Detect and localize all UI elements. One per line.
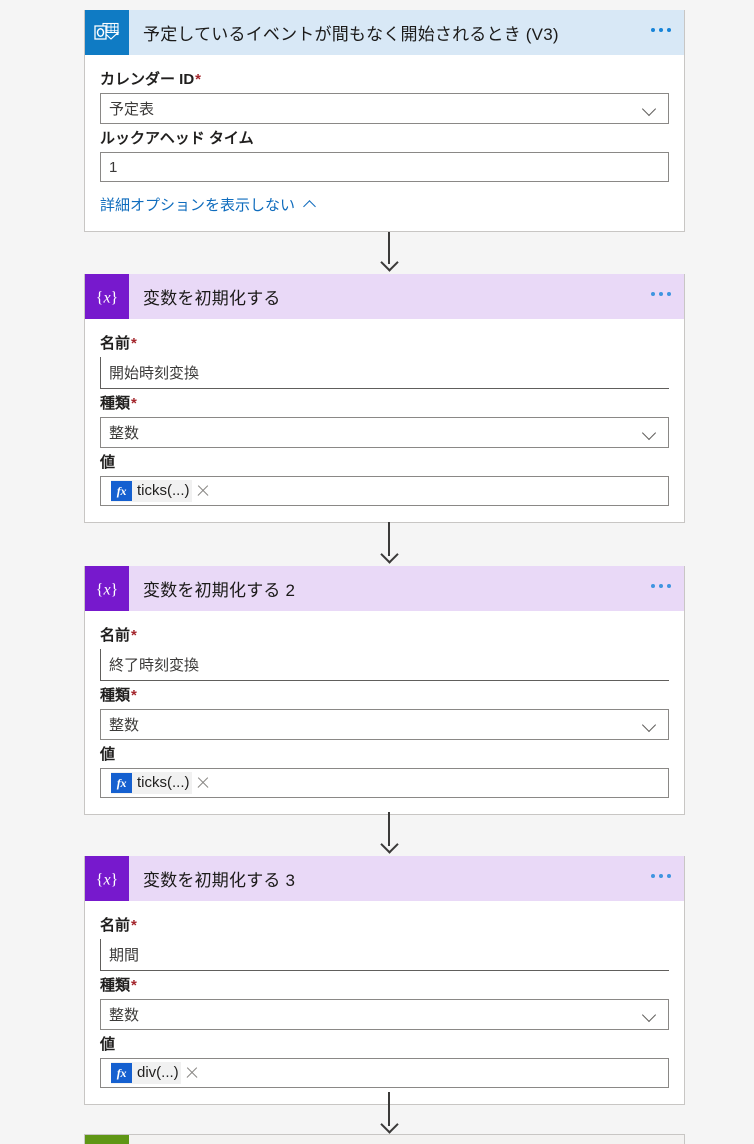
field-label-lookahead-time: ルックアヘッド タイム: [100, 130, 254, 147]
more-commands-icon[interactable]: [638, 274, 684, 319]
variable-name-value: 開始時刻変換: [109, 365, 200, 382]
field-label-type: 種類*: [100, 687, 137, 704]
card-body-init-variable-2: 名前* 終了時刻変換 種類* 整数 値 fx ticks(...): [85, 611, 684, 814]
more-commands-icon[interactable]: [638, 856, 684, 901]
chevron-down-icon: [642, 425, 658, 441]
expression-text: ticks(...): [137, 482, 190, 499]
fx-icon: fx: [111, 1063, 132, 1083]
expression-token[interactable]: fx div(...): [111, 1062, 181, 1084]
variable-icon: {x}: [85, 566, 129, 611]
card-title: 変数を初期化する 3: [143, 871, 296, 890]
card-body-init-variable-1: 名前* 開始時刻変換 種類* 整数 値 fx ticks(...): [85, 319, 684, 522]
expression-text: div(...): [137, 1064, 179, 1081]
card-title: 予定しているイベントが間もなく開始されるとき (V3): [143, 25, 559, 44]
card-header-init-variable-3[interactable]: {x} 変数を初期化する 3: [85, 856, 684, 901]
field-label-calendar-id: カレンダー ID*: [100, 71, 202, 88]
close-icon[interactable]: [194, 482, 212, 500]
variable-type-select[interactable]: 整数: [100, 417, 669, 448]
field-label-value: 値: [100, 1036, 116, 1053]
required-asterisk: *: [195, 71, 202, 88]
chevron-up-icon: [303, 198, 316, 211]
green-action-icon: [85, 1135, 129, 1144]
fx-icon: fx: [111, 481, 132, 501]
svg-text:{x}: {x}: [96, 581, 118, 598]
flow-card-trigger[interactable]: 予定しているイベントが間もなく開始されるとき (V3) カレンダー ID* 予定…: [84, 10, 685, 232]
variable-type-value: 整数: [109, 425, 140, 442]
connector-arrow: [377, 522, 401, 566]
card-body-trigger: カレンダー ID* 予定表 ルックアヘッド タイム 1 詳細オプションを表示しな…: [85, 55, 684, 231]
toggle-advanced-options-link[interactable]: 詳細オプションを表示しない: [100, 194, 669, 215]
flow-card-init-variable-1[interactable]: {x} 変数を初期化する 名前* 開始時刻変換 種類* 整数: [84, 274, 685, 523]
field-label-type: 種類*: [100, 395, 137, 412]
chevron-down-icon: [642, 1007, 658, 1023]
expression-text: ticks(...): [137, 774, 190, 791]
close-icon[interactable]: [194, 774, 212, 792]
chevron-down-icon: [642, 717, 658, 733]
field-label-value: 値: [100, 454, 116, 471]
required-asterisk: *: [131, 335, 137, 352]
flow-card-init-variable-3[interactable]: {x} 変数を初期化する 3 名前* 期間 種類* 整数 値: [84, 856, 685, 1105]
calendar-id-value: 予定表: [109, 101, 155, 118]
lookahead-time-value: 1: [109, 158, 118, 176]
calendar-id-select[interactable]: 予定表: [100, 93, 669, 124]
card-title: 変数を初期化する 2: [143, 581, 296, 600]
variable-icon: {x}: [85, 274, 129, 319]
outlook-calendar-icon: [85, 10, 129, 55]
expression-token[interactable]: fx ticks(...): [111, 772, 192, 794]
card-header-init-variable-1[interactable]: {x} 変数を初期化する: [85, 274, 684, 319]
required-asterisk: *: [131, 687, 137, 704]
toggle-advanced-options-label: 詳細オプションを表示しない: [100, 197, 296, 214]
more-commands-icon[interactable]: [638, 566, 684, 611]
field-label-name: 名前*: [100, 917, 137, 934]
variable-value-input[interactable]: fx ticks(...): [100, 768, 669, 798]
variable-icon: {x}: [85, 856, 129, 901]
variable-type-value: 整数: [109, 717, 140, 734]
flow-card-init-variable-2[interactable]: {x} 変数を初期化する 2 名前* 終了時刻変換 種類* 整数: [84, 566, 685, 815]
field-label-value: 値: [100, 746, 116, 763]
fx-icon: fx: [111, 773, 132, 793]
variable-name-value: 期間: [109, 947, 140, 964]
chevron-down-icon: [642, 101, 658, 117]
variable-name-value: 終了時刻変換: [109, 657, 200, 674]
expression-token[interactable]: fx ticks(...): [111, 480, 192, 502]
svg-text:{x}: {x}: [96, 871, 118, 888]
connector-arrow: [377, 812, 401, 856]
close-icon[interactable]: [183, 1064, 201, 1082]
variable-value-input[interactable]: fx ticks(...): [100, 476, 669, 506]
variable-name-input[interactable]: 期間: [100, 939, 669, 971]
variable-type-select[interactable]: 整数: [100, 999, 669, 1030]
field-label-type: 種類*: [100, 977, 137, 994]
connector-arrow: [377, 232, 401, 274]
field-label-name: 名前*: [100, 335, 137, 352]
variable-name-input[interactable]: 終了時刻変換: [100, 649, 669, 681]
lookahead-time-input[interactable]: 1: [100, 152, 669, 182]
required-asterisk: *: [131, 395, 137, 412]
card-body-init-variable-3: 名前* 期間 種類* 整数 値 fx div(...): [85, 901, 684, 1104]
svg-text:{x}: {x}: [96, 289, 118, 306]
variable-value-input[interactable]: fx div(...): [100, 1058, 669, 1088]
flow-card-next-partial[interactable]: [84, 1134, 685, 1144]
required-asterisk: *: [131, 627, 137, 644]
required-asterisk: *: [131, 917, 137, 934]
card-title: 変数を初期化する: [143, 289, 281, 308]
variable-name-input[interactable]: 開始時刻変換: [100, 357, 669, 389]
more-commands-icon[interactable]: [638, 10, 684, 55]
card-header-init-variable-2[interactable]: {x} 変数を初期化する 2: [85, 566, 684, 611]
required-asterisk: *: [131, 977, 137, 994]
connector-arrow: [377, 1092, 401, 1136]
card-header-trigger[interactable]: 予定しているイベントが間もなく開始されるとき (V3): [85, 10, 684, 55]
field-label-name: 名前*: [100, 627, 137, 644]
variable-type-select[interactable]: 整数: [100, 709, 669, 740]
variable-type-value: 整数: [109, 1007, 140, 1024]
